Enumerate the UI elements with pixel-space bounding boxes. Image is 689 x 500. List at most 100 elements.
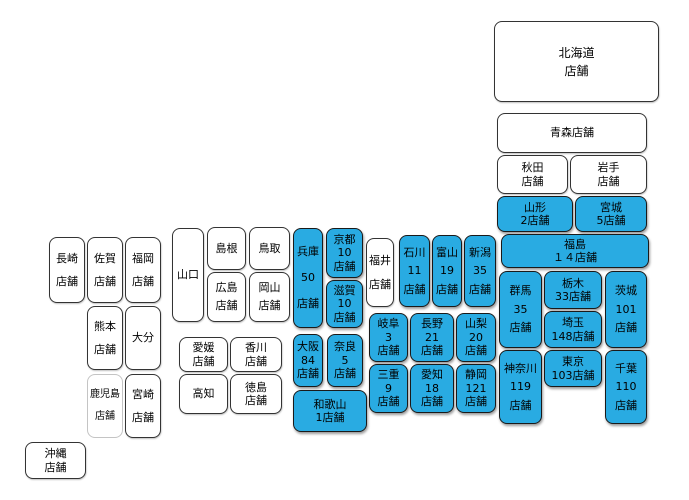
pref-name: 宮城 <box>600 200 622 214</box>
pref-name: 山形 <box>524 200 546 214</box>
tile-akita[interactable]: 秋田 店舗 <box>497 155 568 194</box>
tile-shizuoka[interactable]: 静岡 121 店舗 <box>456 364 496 413</box>
tile-aichi[interactable]: 愛知 18 店舗 <box>410 364 454 413</box>
tile-osaka[interactable]: 大阪 84 店舗 <box>293 334 323 387</box>
pref-name: 長崎 <box>56 251 78 265</box>
store-label: 店舗 <box>465 395 487 409</box>
pref-name: 福岡 <box>132 251 154 265</box>
pref-name: 沖縄 <box>44 447 67 461</box>
tile-oita[interactable]: 大分 <box>125 306 161 370</box>
store-label: 店舗 <box>509 398 532 412</box>
tile-tochigi[interactable]: 栃木 33店舗 <box>544 271 602 309</box>
store-label: 店舗 <box>215 299 238 313</box>
tile-yamaguchi[interactable]: 山口 <box>172 228 204 322</box>
tile-yamanashi[interactable]: 山梨 20 店舗 <box>456 313 496 362</box>
tile-yamagata[interactable]: 山形 2店舗 <box>497 196 573 232</box>
tile-niigata[interactable]: 新潟 35 店舗 <box>464 235 496 307</box>
store-label: 店舗 <box>421 344 443 358</box>
tile-mie[interactable]: 三重 9 店舗 <box>369 364 408 413</box>
tile-hiroshima[interactable]: 広島 店舗 <box>207 272 246 322</box>
store-label: 店舗 <box>377 344 400 358</box>
tile-kumamoto[interactable]: 熊本 店舗 <box>87 306 123 370</box>
tile-toyama[interactable]: 富山 19 店舗 <box>432 235 462 307</box>
pref-name: 秋田 <box>521 161 544 175</box>
store-label: 店舗 <box>333 310 356 324</box>
tile-gunma[interactable]: 群馬 35 店舗 <box>499 271 542 348</box>
tile-aomori[interactable]: 青森店舗 <box>497 113 647 153</box>
store-label: 店舗 <box>297 367 319 381</box>
store-count: 10 <box>337 297 352 311</box>
store-count: 148店舗 <box>551 329 595 343</box>
store-count: 35 <box>513 302 528 316</box>
store-label: 店舗 <box>245 354 267 368</box>
pref-name: 岡山 <box>258 281 281 295</box>
tile-nagasaki[interactable]: 長崎 店舗 <box>49 237 85 303</box>
tile-shimane[interactable]: 島根 <box>207 227 246 270</box>
tile-ehime[interactable]: 愛媛 店舗 <box>179 337 228 372</box>
store-label: 店舗 <box>521 174 544 188</box>
tile-miyazaki[interactable]: 宮崎 店舗 <box>125 374 161 438</box>
tile-wakayama[interactable]: 和歌山 1店舗 <box>293 390 367 432</box>
pref-name: 三重 <box>377 368 400 382</box>
tile-saitama[interactable]: 埼玉 148店舗 <box>544 311 602 348</box>
tile-shiga[interactable]: 滋賀 10 店舗 <box>326 280 363 328</box>
store-count: 10 <box>337 246 352 260</box>
tile-miyagi[interactable]: 宮城 5店舗 <box>575 196 647 232</box>
tile-hokkaido[interactable]: 北海道 店舗 <box>494 21 659 102</box>
tile-kagoshima[interactable]: 鹿児島 店舗 <box>87 374 123 438</box>
store-label: 店舗 <box>597 174 620 188</box>
store-count: １４店舗 <box>553 251 597 264</box>
tile-tokyo[interactable]: 東京 103店舗 <box>544 350 602 387</box>
pref-name: 静岡 <box>465 368 487 382</box>
store-label: 店舗 <box>334 367 356 381</box>
pref-name: 埼玉 <box>562 316 584 330</box>
store-count: 18 <box>425 381 439 395</box>
pref-name: 大阪 <box>297 340 319 354</box>
store-count: 50 <box>301 271 315 285</box>
store-count: 5店舗 <box>596 214 626 227</box>
pref-name: 神奈川 <box>504 361 537 375</box>
tile-kyoto[interactable]: 京都 10 店舗 <box>326 228 363 278</box>
tile-gifu[interactable]: 岐阜 3 店舗 <box>369 313 408 362</box>
tile-kochi[interactable]: 高知 <box>179 374 228 414</box>
tile-hyogo[interactable]: 兵庫 50 店舗 <box>293 228 323 328</box>
store-count: 3 <box>385 330 392 344</box>
store-label: 店舗 <box>95 410 115 422</box>
tile-nagano[interactable]: 長野 21 店舗 <box>410 313 454 362</box>
store-count: 119 <box>510 380 531 394</box>
store-count: 84 <box>301 353 315 367</box>
pref-name: 福島 <box>564 237 586 251</box>
tile-fukuoka[interactable]: 福岡 店舗 <box>125 237 161 303</box>
pref-name: 茨城 <box>615 284 637 298</box>
store-label: 店舗 <box>403 282 426 296</box>
pref-name: 岐阜 <box>377 317 400 331</box>
tile-ibaraki[interactable]: 茨城 101 店舗 <box>605 271 647 348</box>
tile-okayama[interactable]: 岡山 店舗 <box>249 272 290 322</box>
pref-name: 栃木 <box>562 276 584 290</box>
tile-kagawa[interactable]: 香川 店舗 <box>230 337 282 372</box>
tile-fukui[interactable]: 福井 店舗 <box>366 238 394 307</box>
tile-fukushima[interactable]: 福島 １４店舗 <box>501 234 649 268</box>
pref-name: 愛知 <box>421 368 443 382</box>
tile-chiba[interactable]: 千葉 110 店舗 <box>605 350 647 424</box>
tile-ishikawa[interactable]: 石川 11 店舗 <box>399 235 430 307</box>
tile-nara[interactable]: 奈良 5 店舗 <box>327 334 363 387</box>
pref-name: 滋賀 <box>333 283 356 297</box>
pref-name: 福井 <box>369 253 391 267</box>
store-count: 21 <box>425 330 439 344</box>
store-label: 店舗 <box>469 282 491 296</box>
pref-name: 高知 <box>192 387 215 401</box>
tile-iwate[interactable]: 岩手 店舗 <box>570 155 647 194</box>
tile-okinawa[interactable]: 沖縄 店舗 <box>25 442 86 479</box>
store-label: 店舗 <box>377 395 400 409</box>
store-label: 店舗 <box>509 321 532 335</box>
tile-tokushima[interactable]: 徳島 店舗 <box>230 374 282 414</box>
tile-kanagawa[interactable]: 神奈川 119 店舗 <box>499 350 542 424</box>
store-label: 店舗 <box>436 282 458 296</box>
store-count: 9 <box>385 381 392 395</box>
tile-saga[interactable]: 佐賀 店舗 <box>87 237 123 303</box>
pref-name: 兵庫 <box>297 245 319 259</box>
store-count: 35 <box>473 264 487 278</box>
store-label: 店舗 <box>56 274 78 288</box>
tile-tottori[interactable]: 鳥取 <box>249 227 290 270</box>
